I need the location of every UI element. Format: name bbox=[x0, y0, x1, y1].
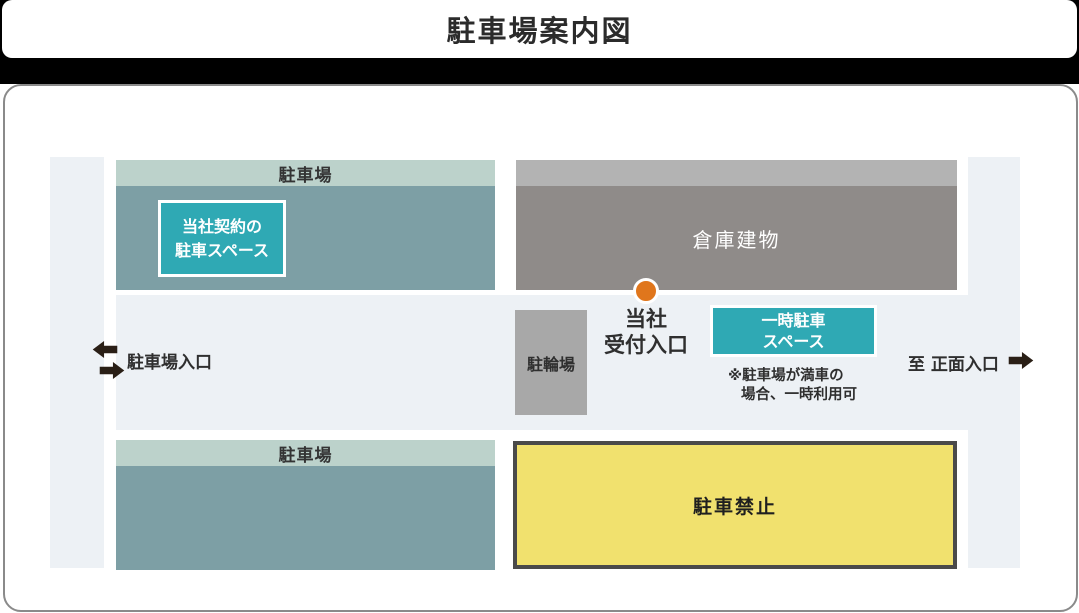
bicycle-parking-label: 駐輪場 bbox=[526, 354, 575, 374]
warehouse-building: 倉庫建物 bbox=[516, 160, 957, 290]
temporary-parking-note: ※駐車場が満車の 場合、一時利用可 bbox=[728, 367, 857, 405]
parking-bottom-label: 駐車場 bbox=[278, 445, 333, 466]
temporary-parking-line2: スペース bbox=[762, 332, 825, 351]
page-title: 駐車場案内図 bbox=[446, 14, 633, 48]
parking-area-top: 駐車場 当社契約の 駐車スペース bbox=[116, 160, 495, 290]
reception-line1: 当社 bbox=[625, 307, 667, 331]
parking-bottom-header: 駐車場 bbox=[116, 440, 495, 466]
note-line1: ※駐車場が満車の bbox=[728, 368, 844, 384]
arrow-right-icon bbox=[1008, 352, 1034, 369]
parking-top-body: 当社契約の 駐車スペース bbox=[116, 186, 495, 290]
title-bar: 駐車場案内図 bbox=[2, 0, 1077, 58]
no-parking-zone: 駐車禁止 bbox=[513, 441, 957, 569]
entrance-marker-icon bbox=[633, 278, 659, 304]
contract-parking-box: 当社契約の 駐車スペース bbox=[158, 200, 286, 277]
parking-top-label: 駐車場 bbox=[278, 165, 333, 186]
parking-area-bottom: 駐車場 bbox=[116, 440, 495, 570]
contract-parking-line1: 当社契約の bbox=[181, 216, 262, 236]
arrow-right-icon bbox=[99, 362, 125, 379]
reception-entrance-label: 当社 受付入口 bbox=[586, 306, 706, 358]
warehouse-label: 倉庫建物 bbox=[692, 227, 781, 252]
note-line2: 場合、一時利用可 bbox=[741, 387, 857, 403]
parking-top-header: 駐車場 bbox=[116, 160, 495, 186]
parking-bottom-body bbox=[116, 466, 495, 570]
road-left-strip bbox=[50, 157, 104, 568]
bicycle-parking: 駐輪場 bbox=[515, 310, 587, 415]
warehouse-roof-band bbox=[516, 160, 957, 186]
contract-parking-line2: 駐車スペース bbox=[174, 240, 270, 260]
main-entrance-label: 至 正面入口 bbox=[908, 355, 999, 375]
no-parking-label: 駐車禁止 bbox=[692, 495, 777, 518]
temporary-parking-box: 一時駐車 スペース bbox=[710, 305, 877, 357]
arrow-left-icon bbox=[92, 341, 118, 358]
warehouse-body: 倉庫建物 bbox=[516, 186, 957, 290]
parking-entrance-label: 駐車場入口 bbox=[127, 353, 212, 373]
reception-line2: 受付入口 bbox=[604, 333, 688, 357]
temporary-parking-line1: 一時駐車 bbox=[761, 311, 826, 330]
